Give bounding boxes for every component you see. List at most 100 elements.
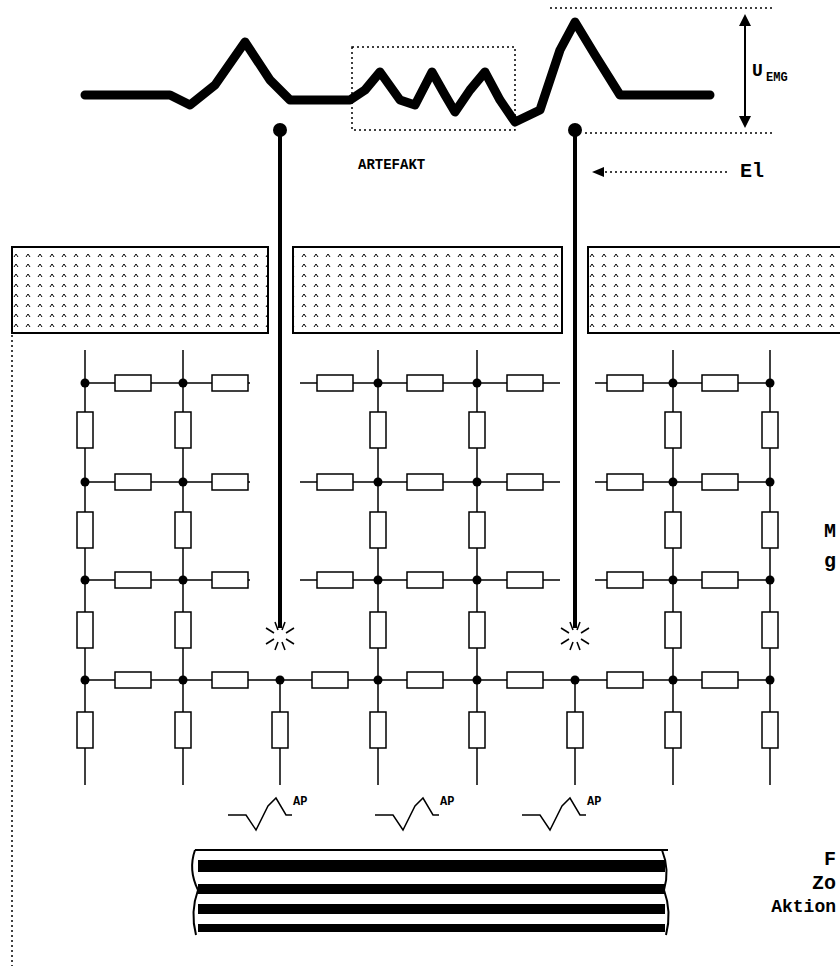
- electrode-tip: [273, 123, 287, 137]
- resistor-symbol: [175, 712, 191, 748]
- spark-ray: [275, 642, 278, 650]
- node-dot: [473, 379, 482, 388]
- spark-ray: [581, 628, 589, 633]
- resistor-symbol: [77, 612, 93, 648]
- spark-ray: [577, 642, 580, 650]
- spark-ray: [581, 639, 589, 644]
- spark-ray: [561, 628, 569, 633]
- text-label: AP: [587, 796, 601, 808]
- node-dot: [276, 676, 285, 685]
- resistor-symbol: [762, 612, 778, 648]
- spark-ray: [286, 628, 294, 633]
- resistor-symbol: [212, 474, 248, 490]
- text-label: El: [740, 162, 764, 182]
- electrode-wire: [573, 130, 577, 628]
- resistor-symbol: [212, 672, 248, 688]
- resistor-symbol: [702, 474, 738, 490]
- resistor-symbol: [762, 712, 778, 748]
- text-label: AP: [293, 796, 307, 808]
- resistor-symbol: [665, 612, 681, 648]
- spark-ray: [275, 622, 278, 630]
- resistor-symbol: [407, 474, 443, 490]
- node-dot: [669, 478, 678, 487]
- node-dot: [669, 379, 678, 388]
- resistor-symbol: [407, 572, 443, 588]
- resistor-symbol: [370, 712, 386, 748]
- text-label: g: [824, 552, 836, 572]
- text-label: Aktion: [771, 898, 836, 916]
- node-dot: [179, 576, 188, 585]
- resistor-symbol: [469, 612, 485, 648]
- artifact-box: [352, 47, 515, 130]
- amplitude-guide: [585, 132, 772, 134]
- node-dot: [766, 478, 775, 487]
- action-potential-wave: [375, 798, 439, 830]
- resistor-symbol: [607, 672, 643, 688]
- spark-ray: [561, 639, 569, 644]
- resistor-symbol: [175, 412, 191, 448]
- resistor-symbol: [469, 712, 485, 748]
- node-dot: [81, 576, 90, 585]
- node-dot: [473, 478, 482, 487]
- spark-ray: [266, 639, 274, 644]
- node-dot: [374, 576, 383, 585]
- resistor-symbol: [175, 612, 191, 648]
- resistor-symbol: [407, 375, 443, 391]
- resistor-symbol: [370, 412, 386, 448]
- resistor-symbol: [507, 375, 543, 391]
- text-label: EMG: [766, 72, 788, 84]
- arrow-head: [739, 14, 751, 128]
- node-dot: [81, 676, 90, 685]
- resistor-symbol: [212, 572, 248, 588]
- electrode-pointer: [600, 171, 730, 173]
- resistor-symbol: [469, 512, 485, 548]
- resistor-symbol: [370, 612, 386, 648]
- node-dot: [669, 676, 678, 685]
- spark-ray: [282, 642, 285, 650]
- resistor-symbol: [702, 572, 738, 588]
- resistor-symbol: [762, 512, 778, 548]
- electrode-tip: [568, 123, 582, 137]
- node-dot: [669, 576, 678, 585]
- action-potential-wave: [228, 798, 292, 830]
- spark-ray: [282, 622, 285, 630]
- node-dot: [571, 676, 580, 685]
- resistor-symbol: [507, 474, 543, 490]
- resistor-symbol: [317, 572, 353, 588]
- node-dot: [179, 379, 188, 388]
- resistor-symbol: [665, 412, 681, 448]
- resistor-symbol: [77, 712, 93, 748]
- resistor-symbol: [762, 412, 778, 448]
- text-label: M: [824, 522, 836, 542]
- node-dot: [374, 379, 383, 388]
- resistor-symbol: [212, 375, 248, 391]
- resistor-symbol: [665, 712, 681, 748]
- resistor-symbol: [77, 512, 93, 548]
- resistor-symbol: [312, 672, 348, 688]
- spark-ray: [286, 639, 294, 644]
- resistor-symbol: [567, 712, 583, 748]
- resistor-symbol: [317, 474, 353, 490]
- node-dot: [179, 478, 188, 487]
- node-dot: [766, 576, 775, 585]
- spark-ray: [266, 628, 274, 633]
- resistor-symbol: [115, 474, 151, 490]
- resistor-symbol: [507, 672, 543, 688]
- resistor-symbol: [702, 672, 738, 688]
- spark-ray: [570, 622, 573, 630]
- text-label: AP: [440, 796, 454, 808]
- node-dot: [766, 379, 775, 388]
- emg-waveform: [85, 22, 710, 122]
- text-label: F: [824, 850, 836, 870]
- resistor-symbol: [607, 572, 643, 588]
- text-label: ARTEFAKT: [358, 158, 425, 172]
- resistor-symbol: [115, 672, 151, 688]
- text-label: Zo: [812, 874, 836, 894]
- spark-ray: [577, 622, 580, 630]
- muscle-fiber: [192, 850, 668, 935]
- spark-ray: [570, 642, 573, 650]
- resistor-symbol: [115, 375, 151, 391]
- node-dot: [81, 478, 90, 487]
- node-dot: [473, 576, 482, 585]
